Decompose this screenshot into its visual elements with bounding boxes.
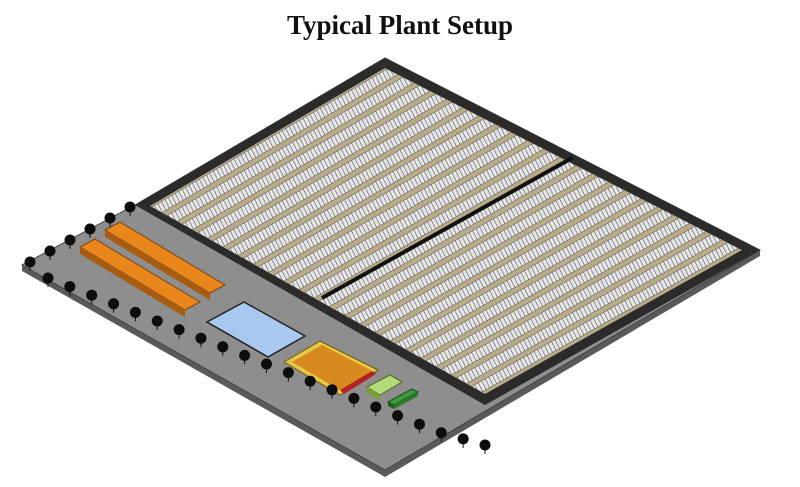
solar-panel-row (303, 151, 561, 299)
tree-icon (104, 212, 116, 227)
tree-icon (124, 201, 136, 216)
tree-icon (42, 272, 54, 287)
solar-panel-row (273, 134, 528, 282)
solar-panel-rows (151, 68, 739, 393)
tree-icon (370, 401, 382, 416)
solar-panel-row (181, 85, 431, 231)
transformer-unit (386, 388, 420, 409)
trees (24, 201, 491, 454)
tree-icon (151, 315, 163, 330)
solar-panel-row (227, 110, 480, 256)
solar-panel-row (471, 242, 739, 393)
tree-icon (304, 375, 316, 391)
solar-field (135, 58, 760, 405)
tree-icon (64, 234, 76, 249)
solar-panel-row (410, 209, 675, 359)
tree-icon (217, 341, 229, 356)
tree-icon (282, 367, 294, 382)
solar-panel-row (425, 217, 691, 367)
tree-icon (195, 332, 207, 348)
figure-title: Typical Plant Setup (286, 10, 514, 40)
solar-panel-row (349, 176, 610, 325)
tree-icon (84, 223, 96, 238)
tree-icon (173, 324, 185, 339)
tree-icon (326, 384, 338, 399)
solar-panel-row (197, 93, 447, 239)
solar-panel-row (440, 225, 707, 376)
solar-panel-row (242, 118, 496, 265)
greenhouse (283, 340, 379, 396)
tree-icon (129, 306, 141, 322)
water-pond (205, 301, 307, 358)
solar-panel-row (288, 143, 545, 290)
solar-panel-row (364, 184, 626, 333)
tree-icon (479, 439, 491, 454)
tree-icon (392, 410, 404, 425)
tree-icon (348, 392, 360, 408)
solar-panel-row (257, 126, 512, 273)
tree-icon (261, 358, 272, 373)
solar-panel-row (455, 234, 723, 384)
solar-panel-row (334, 167, 593, 316)
tree-icon (457, 433, 469, 448)
warehouse-buildings (78, 221, 227, 317)
solar-panel-row (379, 192, 642, 342)
tree-icon (24, 256, 36, 271)
tree-icon (86, 289, 98, 305)
tree-icon (108, 298, 120, 313)
utility-building (365, 374, 403, 401)
tree-icon (64, 281, 76, 296)
solar-panel-row (394, 201, 658, 350)
tree-icon (44, 245, 56, 260)
solar-panel-row (151, 68, 399, 213)
solar-panel-row (166, 76, 415, 222)
tree-icon (435, 427, 447, 442)
tree-icon (239, 349, 251, 365)
solar-panel-row (212, 101, 464, 248)
field-divider (321, 156, 573, 300)
tree-icon (413, 418, 425, 434)
